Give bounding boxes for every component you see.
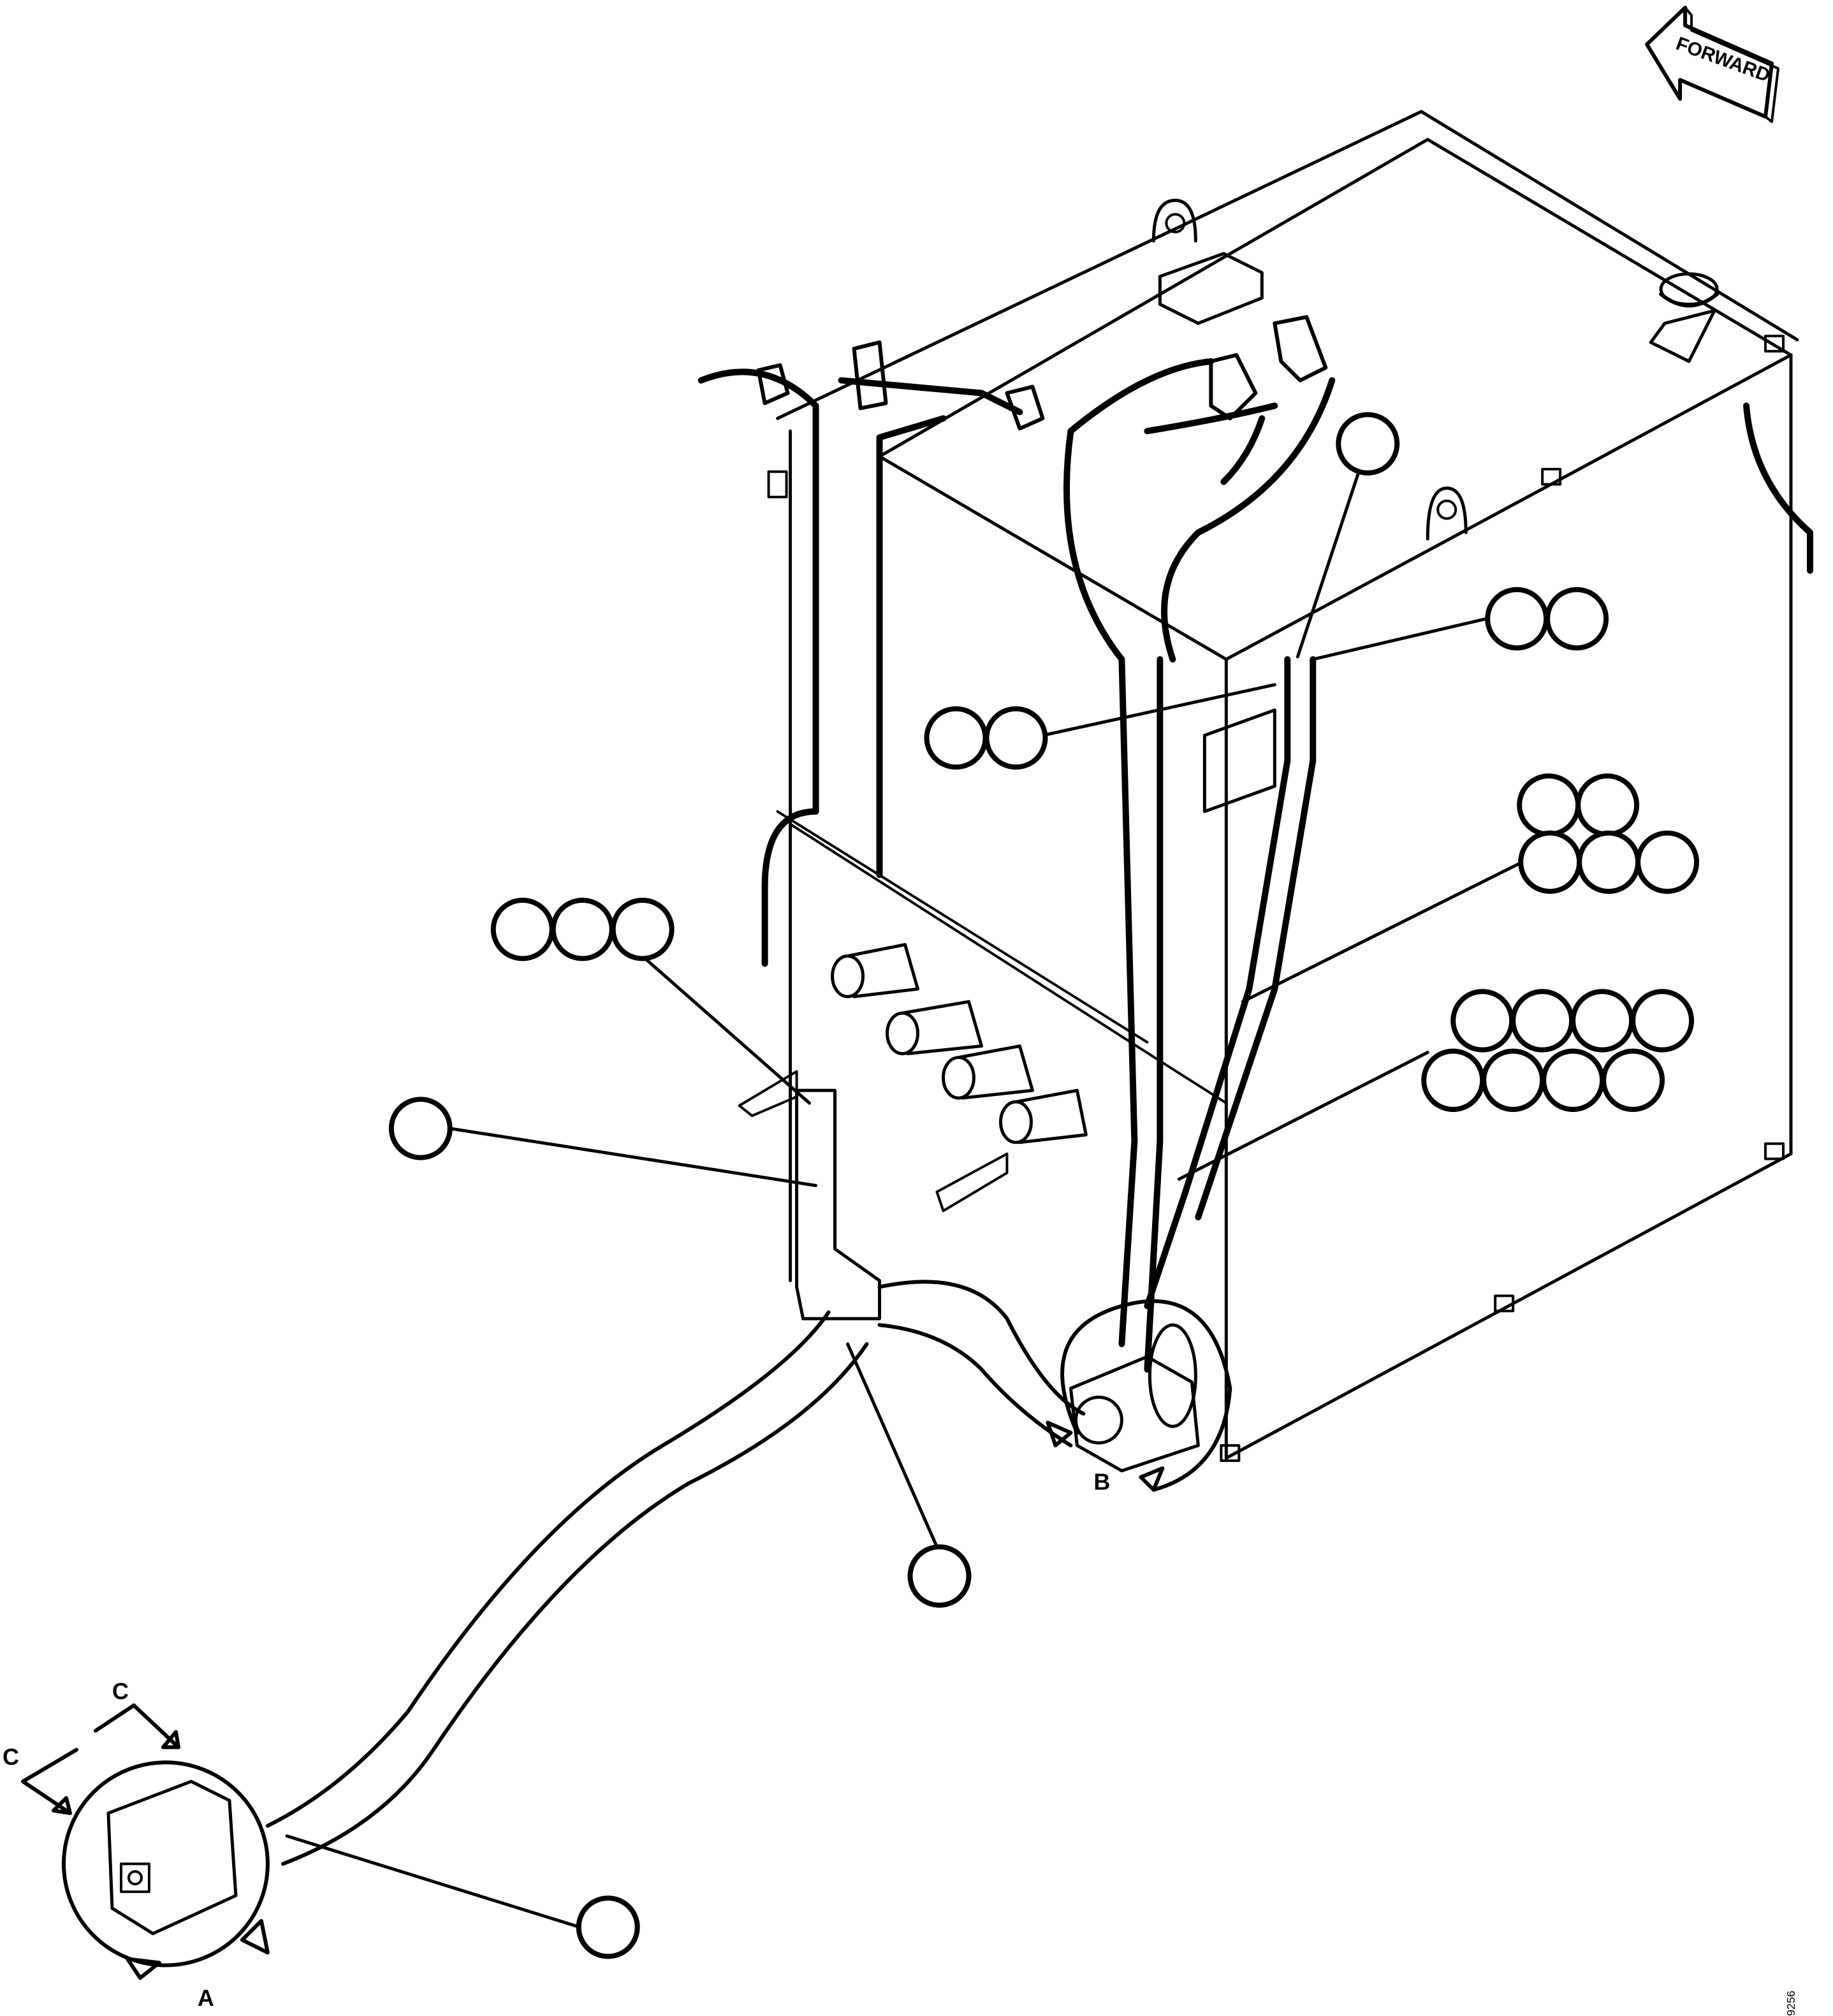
filter-4 (998, 1088, 1088, 1144)
filter-2 (886, 1000, 983, 1056)
callout-right-lower-7 (1541, 1048, 1605, 1113)
callout-left-filters-2 (550, 897, 615, 961)
callout-right-middle-3 (1518, 830, 1582, 895)
callout-right-lower-2 (1510, 989, 1575, 1053)
view-label-c-top: C (112, 1679, 129, 1704)
suction-hose (265, 1280, 1086, 1866)
detail-b: B (1046, 1299, 1232, 1495)
callout-hose-end (576, 1895, 640, 1959)
callout-right-lower-4 (1630, 989, 1695, 1053)
callout-left-filters-1 (490, 897, 555, 961)
mounting-bracket (738, 1070, 1009, 1320)
callout-right-middle-5 (1635, 830, 1700, 895)
callout-suction-hose (907, 1544, 972, 1608)
hydraulic-tank (767, 110, 1799, 1462)
callout-left-upper-1 (924, 706, 988, 770)
callout-bubbles (388, 412, 1700, 1959)
callout-right-middle-4 (1577, 830, 1641, 895)
callout-right-upper-1 (1485, 587, 1549, 651)
forward-arrow: FORWARD (1645, 5, 1780, 123)
detail-a: A C C (3, 1679, 270, 2011)
figure-code: 9256 (1785, 1990, 1797, 2016)
filter-3 (941, 1044, 1034, 1100)
view-label-c-left: C (3, 1744, 19, 1770)
filters (831, 943, 1088, 1144)
callout-left-filters-3 (610, 897, 675, 961)
callout-right-lower-8 (1601, 1048, 1665, 1113)
callout-right-lower-1 (1450, 989, 1515, 1053)
callout-right-middle-1 (1517, 773, 1581, 837)
callout-right-lower-3 (1570, 989, 1635, 1053)
view-label-a: A (198, 1985, 214, 2011)
callout-right-upper-2 (1545, 587, 1609, 651)
callout-tank-top (1336, 412, 1400, 476)
callout-left-upper-2 (984, 706, 1048, 770)
filter-1 (831, 943, 919, 998)
callout-right-lower-5 (1421, 1048, 1486, 1113)
callout-right-middle-2 (1575, 773, 1640, 837)
leader-lines (285, 470, 1524, 1929)
callout-right-lower-6 (1481, 1048, 1545, 1113)
callout-bracket (388, 1097, 453, 1160)
view-label-b: B (1093, 1470, 1110, 1495)
hoses (697, 315, 1814, 1373)
